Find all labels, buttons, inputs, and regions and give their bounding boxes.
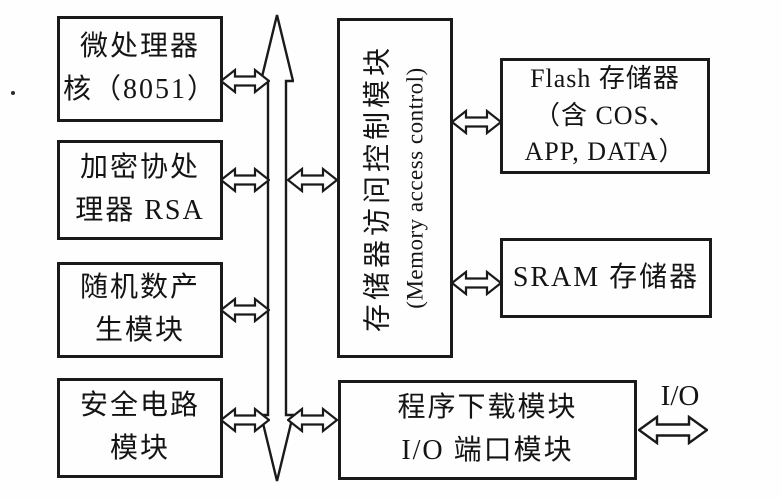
memory-access-line1: 存储器访问控制模块 <box>362 44 394 333</box>
stray-ink-dot <box>11 91 15 95</box>
arrow-security-to-bus <box>220 407 270 433</box>
arrow-memory-control-to-flash <box>451 109 502 135</box>
box-flash-line3: APP, DATA） <box>524 137 686 167</box>
box-security-line1: 安全电路 <box>79 390 200 422</box>
box-sram-line1: SRAM 存储器 <box>512 261 700 293</box>
box-flash-memory: Flash 存储器 （含 COS、 APP, DATA） <box>500 58 710 174</box>
box-security-line2: 模块 <box>109 433 170 464</box>
memory-access-rotated-text: 存储器访问控制模块 (Memory access control) <box>359 23 432 353</box>
memory-access-line2: (Memory access control) <box>402 67 428 309</box>
box-io-module-line1: 程序下载模块 <box>397 392 578 424</box>
arrow-rsa-to-bus <box>220 167 270 193</box>
box-microprocessor-line1: 微处理器 <box>79 31 200 63</box>
box-microprocessor-core: 微处理器 核（8051） <box>57 16 223 122</box>
box-io-module-line2: I/O 端口模块 <box>401 435 574 466</box>
box-flash-line1: Flash 存储器 <box>530 64 680 94</box>
box-flash-line2: （含 COS、 <box>533 100 677 130</box>
box-sram-memory: SRAM 存储器 <box>500 238 712 318</box>
arrow-bus-to-memory-control <box>287 167 338 193</box>
io-port-label: I/O <box>660 380 700 412</box>
box-rng-line2: 生模块 <box>94 315 185 346</box>
box-microprocessor-line2: 核（8051） <box>62 74 217 105</box>
box-rng-line1: 随机数产 <box>79 272 200 304</box>
box-rsa-coprocessor: 加密协处 理器 RSA <box>57 140 223 240</box>
arrow-io-external <box>638 415 708 445</box>
box-program-download-io: 程序下载模块 I/O 端口模块 <box>338 380 637 480</box>
box-rsa-line2: 理器 RSA <box>75 195 205 226</box>
box-memory-access-control: 存储器访问控制模块 (Memory access control) <box>337 18 453 358</box>
arrow-bus-to-io-module <box>287 407 338 433</box>
arrow-memory-control-to-sram <box>451 270 502 296</box>
box-security-circuit: 安全电路 模块 <box>57 378 223 478</box>
box-rsa-line1: 加密协处 <box>79 152 200 184</box>
arrow-cpu-to-bus <box>220 68 270 94</box>
box-random-number-generator: 随机数产 生模块 <box>57 262 223 358</box>
arrow-rng-to-bus <box>220 297 270 323</box>
